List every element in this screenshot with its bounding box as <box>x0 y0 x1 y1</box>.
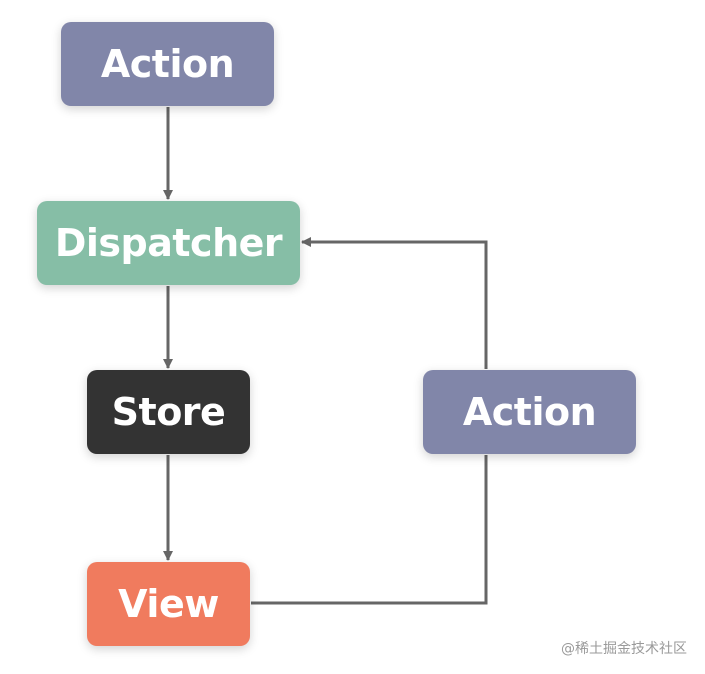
action-node-right: Action <box>423 370 636 454</box>
edge-action-to-dispatcher-loop <box>301 237 488 369</box>
edge-view-to-action <box>251 455 488 605</box>
watermark: @稀土掘金技术社区 <box>561 641 687 657</box>
store-node: Store <box>87 370 250 454</box>
dispatcher-node: Dispatcher <box>37 201 300 285</box>
view-node: View <box>87 562 250 646</box>
action-node-top: Action <box>61 22 274 106</box>
